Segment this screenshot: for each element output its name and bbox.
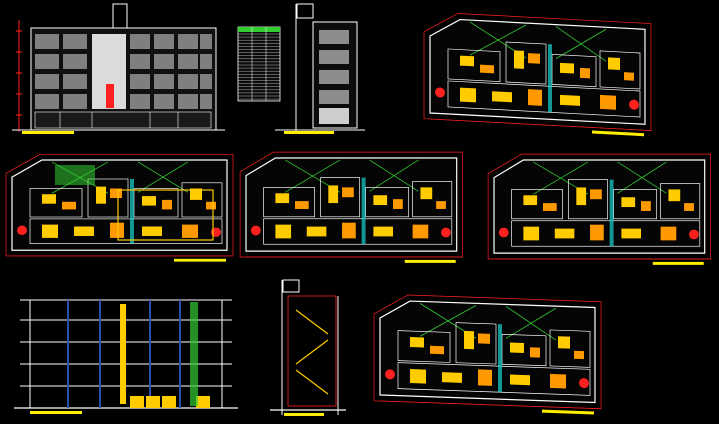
- floor-plan-bottom: [373, 293, 602, 416]
- schedule-row-lines: [238, 33, 280, 100]
- front-elevation: [12, 3, 225, 134]
- data-schedule: [237, 26, 281, 102]
- side-elevation: [275, 3, 365, 134]
- floor-plan-row2-center: [239, 151, 464, 264]
- floor-plan-row2-left: [5, 153, 234, 263]
- stair-section: [270, 279, 346, 416]
- floor-plan-upper-right: [423, 11, 652, 138]
- longitudinal-section: [14, 299, 238, 414]
- floor-plan-row2-right: [487, 153, 712, 266]
